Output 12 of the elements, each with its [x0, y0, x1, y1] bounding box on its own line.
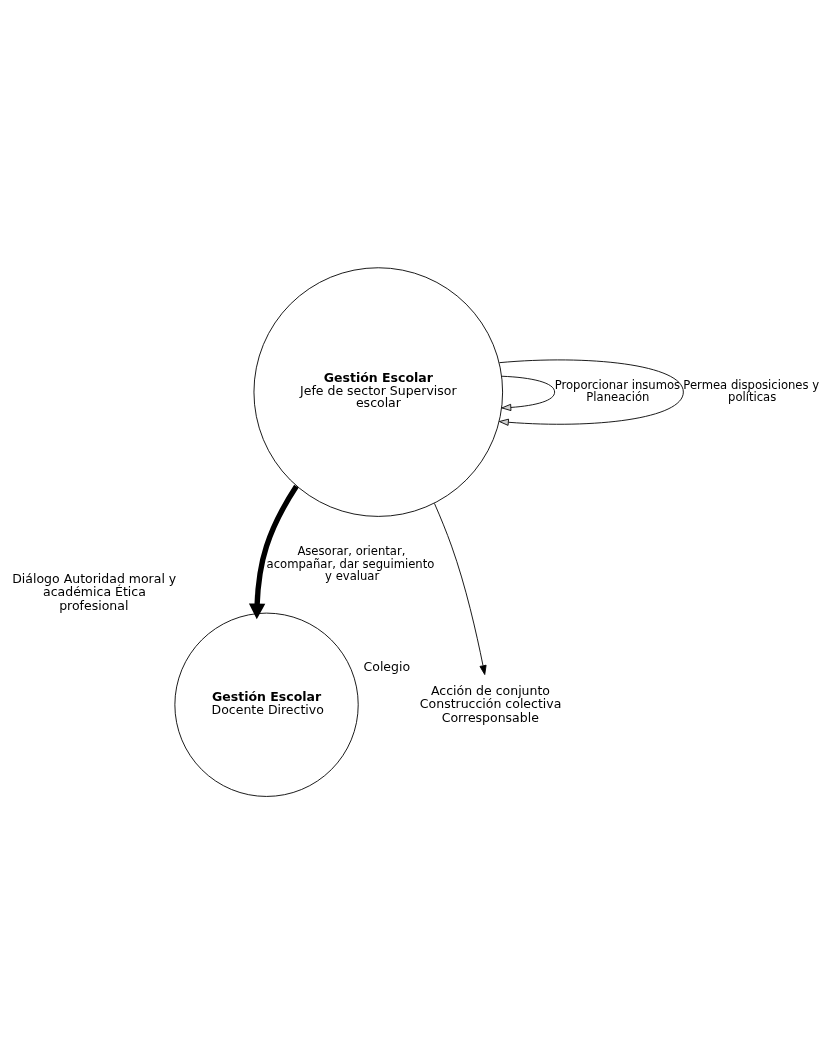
node-circle: Gestión Escolar Jefe de sector Supervisor escolar [253, 266, 504, 517]
arrow [501, 375, 556, 411]
arrow [498, 359, 684, 426]
node-label: Colegio [363, 658, 411, 674]
edge-label: Proporcionar insumos Planeación [554, 377, 681, 404]
arrow [434, 502, 487, 675]
edge-label: Asesorar, orientar, acompañar, dar seguimiento y evaluar [266, 543, 435, 583]
node-circle: Gestión Escolar Docente Directivo [174, 612, 359, 797]
edge-label: Permea disposiciones y políticas [683, 377, 820, 404]
node-text: Acción de conjunto Construcción colectiva Corresponsable [419, 682, 562, 724]
arrow [248, 484, 299, 619]
node-label: Diálogo Autoridad moral y académica Ética profesional [12, 570, 177, 613]
